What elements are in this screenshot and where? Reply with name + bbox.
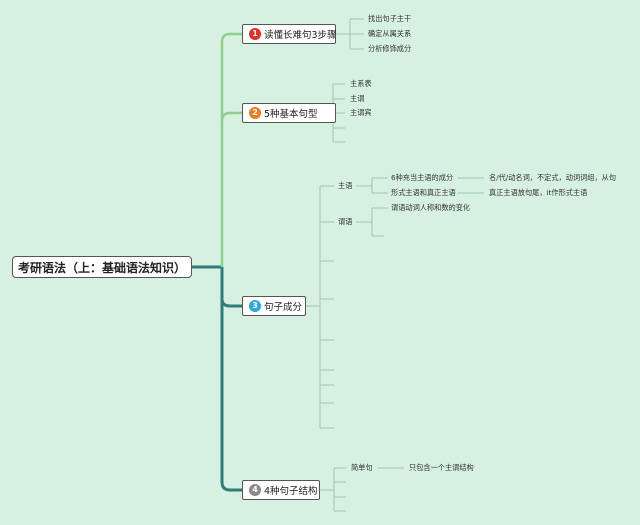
number-badge-4: 4 [249, 484, 261, 496]
branch-label-3: 句子成分 [264, 302, 303, 313]
branch-label-1: 读懂长难句3步骤 [264, 30, 337, 41]
leaf-2-3[interactable]: 主谓宾 [350, 108, 372, 117]
leaf-4-simple[interactable]: 简单句 [351, 463, 373, 472]
root-label: 考研语法（上：基础语法知识） [17, 260, 186, 275]
number-badge-2: 2 [249, 107, 261, 119]
branch-label-2: 5种基本句型 [264, 109, 318, 120]
branch-1-lines [336, 18, 364, 50]
root-node[interactable]: 考研语法（上：基础语法知识） [12, 256, 192, 278]
leaf-3-subject[interactable]: 主语 [338, 181, 353, 190]
branch-node-1[interactable]: 1 读懂长难句3步骤 [242, 24, 337, 44]
branch-3-lines [306, 177, 484, 429]
leaf-3-subject-1-detail[interactable]: 名/代/动名词，不定式，动词词组，从句 [489, 173, 617, 182]
leaf-2-2[interactable]: 主谓 [350, 94, 365, 103]
number-badge-1: 1 [249, 28, 261, 40]
leaf-1-1[interactable]: 找出句子主干 [368, 14, 412, 23]
trunk-branch-3 [220, 298, 242, 308]
leaf-1-3[interactable]: 分析修饰成分 [368, 44, 412, 53]
leaf-3-subject-2[interactable]: 形式主语和真正主语 [391, 188, 456, 197]
trunk-branch-2 [220, 111, 242, 122]
branch-4-lines [320, 467, 404, 512]
leaf-3-predicate-1[interactable]: 谓语动词人称和数的变化 [391, 203, 471, 212]
leaf-3-subject-2-detail[interactable]: 真正主语放句尾，it作形式主语 [489, 188, 588, 197]
leaf-3-subject-1[interactable]: 6种充当主语的成分 [391, 173, 454, 182]
branch-node-4[interactable]: 4 4种句子结构 [242, 480, 320, 500]
leaf-4-simple-detail[interactable]: 只包含一个主谓结构 [409, 463, 474, 472]
branch-node-3[interactable]: 3 句子成分 [242, 296, 306, 316]
branch-node-2[interactable]: 2 5种基本句型 [242, 103, 336, 123]
trunk-lower [220, 267, 242, 492]
leaf-2-1[interactable]: 主系表 [350, 79, 372, 88]
number-badge-3: 3 [249, 300, 261, 312]
branch-label-4: 4种句子结构 [264, 486, 318, 497]
leaf-3-predicate[interactable]: 谓语 [338, 217, 353, 226]
leaf-1-2[interactable]: 确定从属关系 [368, 29, 412, 38]
trunk-upper [220, 32, 242, 267]
